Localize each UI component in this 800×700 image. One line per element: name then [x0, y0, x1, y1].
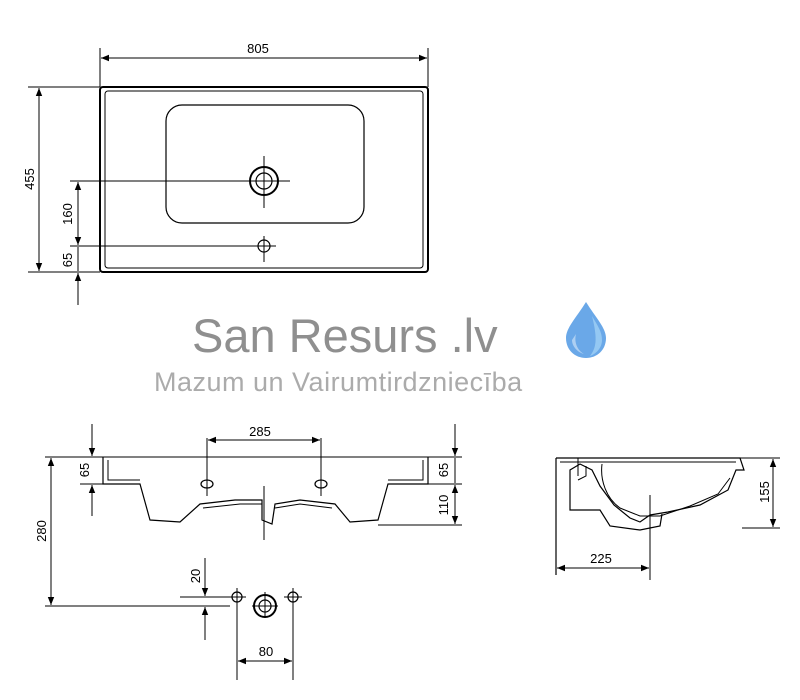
water-drop-icon: [566, 302, 606, 358]
dim-bowl-depth: 110: [436, 495, 451, 516]
dim-left-rim: 65: [77, 463, 92, 477]
dim-tap-to-drain: 160: [60, 203, 75, 225]
watermark: San Resurs .lv Mazum un Vairumtirdzniecī…: [154, 302, 606, 397]
brand-tagline: Mazum un Vairumtirdzniecība: [154, 367, 523, 397]
dim-side-depth: 225: [590, 551, 612, 566]
top-view: 805 455 160 65: [22, 41, 429, 305]
dim-drain-offset: 20: [188, 569, 203, 583]
dim-mount-spacing: 285: [249, 424, 271, 439]
basin-outline: [99, 86, 429, 273]
dim-drain-spacing: 80: [259, 644, 273, 659]
dim-side-height: 155: [757, 481, 772, 503]
basin-rim: [104, 90, 424, 269]
dim-total-height: 280: [34, 520, 49, 542]
front-view: 285 65 65 110 280 20: [34, 424, 462, 680]
dim-right-rim: 65: [436, 463, 451, 477]
bowl-outline: [165, 104, 365, 224]
front-basin-profile: [102, 457, 429, 525]
side-basin-profile: [555, 457, 745, 575]
side-view: 155 225: [555, 457, 780, 580]
dim-width: 805: [247, 41, 269, 56]
dim-drain-to-edge: 65: [60, 253, 75, 267]
dim-depth: 455: [22, 168, 37, 190]
brand-name: San Resurs .lv: [192, 309, 498, 362]
